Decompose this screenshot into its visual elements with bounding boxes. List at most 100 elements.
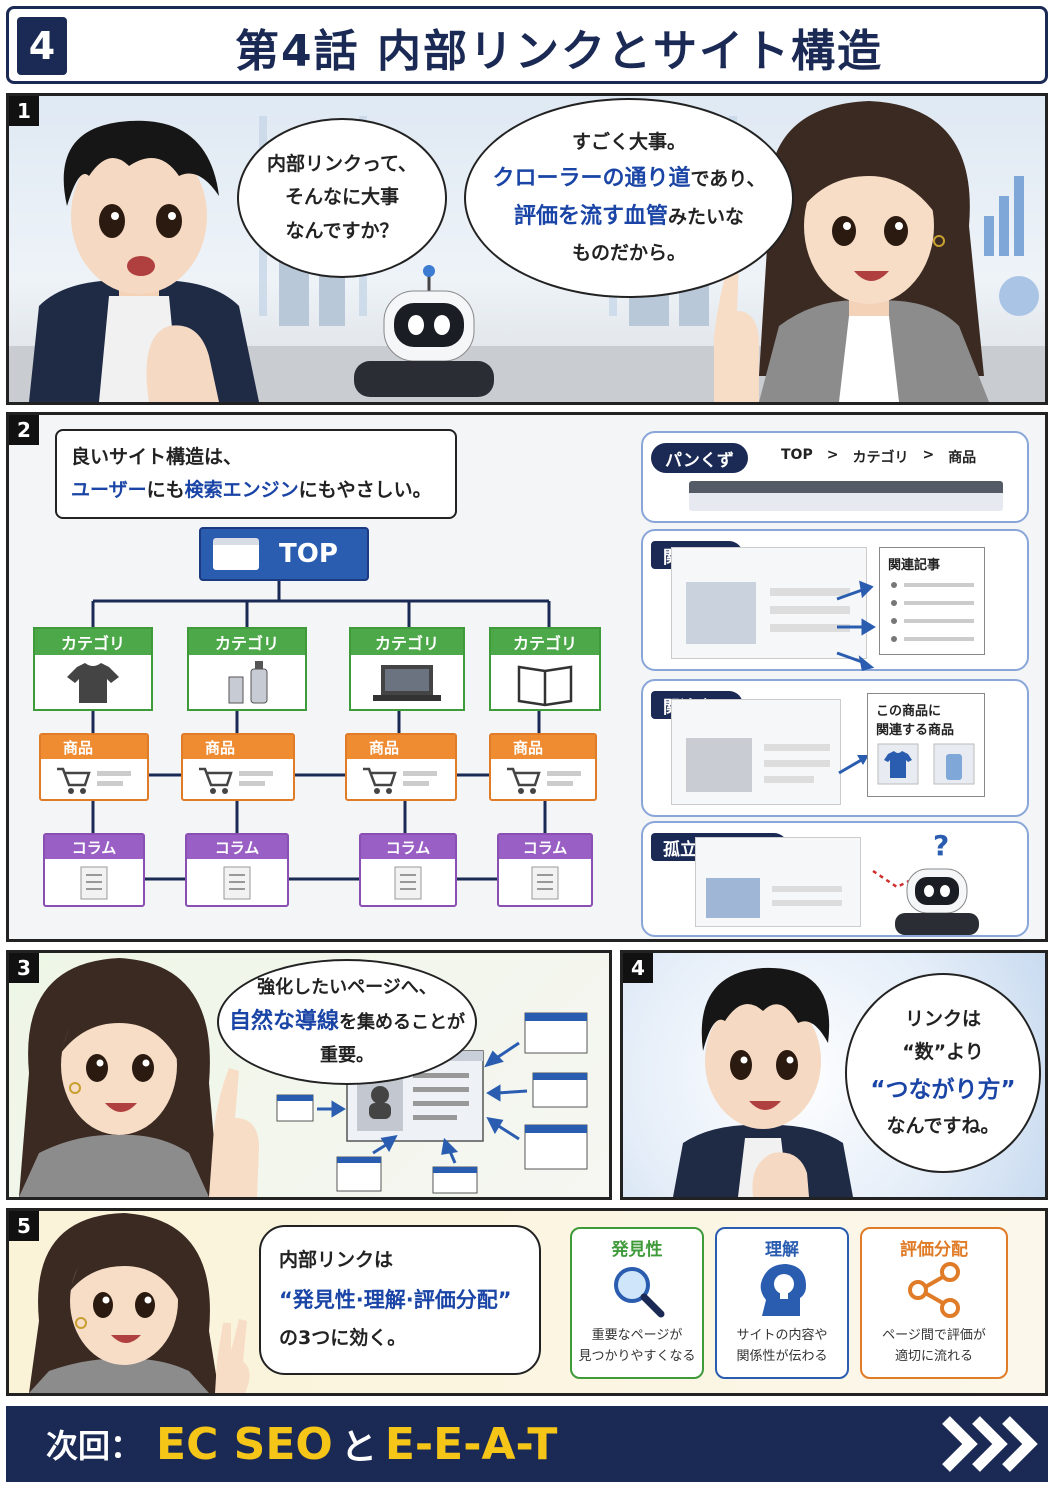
panel-number: 4	[623, 953, 653, 983]
share-icon	[908, 1262, 960, 1318]
panel-number: 3	[9, 953, 39, 983]
product-node: 商品	[345, 733, 457, 801]
laptop-icon	[373, 665, 441, 701]
feature-description-line: サイトの内容や	[736, 1328, 828, 1343]
feature-description-line: 見つかりやすくなる	[578, 1348, 696, 1364]
panel-2: 2 良いサイト構造は、 ユーザーにも検索エンジンにもやさしい。 TOP カテゴリ…	[6, 412, 1048, 942]
feature-title: 発見性	[611, 1240, 663, 1260]
category-label: カテゴリ	[491, 629, 599, 655]
related-list-title: 関連記事	[888, 558, 941, 573]
column-label: コラム	[187, 835, 287, 859]
magnifier-icon	[614, 1267, 665, 1318]
bubble-line: ものだから。	[571, 241, 686, 264]
speech-bubble-woman: 強化したいページへ、 自然な導線を集めることが 重要。	[217, 959, 477, 1085]
bubble-line: 評価を流す血管みたいな	[514, 198, 744, 237]
category-node: カテゴリ	[489, 627, 601, 711]
bubble-line: 重要。	[320, 1044, 374, 1066]
robot-mascot-small	[895, 868, 979, 935]
panel-1: 1 内部リンクって、 そんなに大事 なんですか？ すごく大事。 クローラー	[6, 93, 1048, 405]
bubble-line: なんですか？	[285, 219, 399, 242]
category-label: カテゴリ	[189, 629, 305, 655]
panel-4: 4 リンクは “数”より “つながり方” なんですね。	[620, 950, 1048, 1200]
breadcrumb-item: カテゴリ	[852, 450, 909, 466]
category-node: カテゴリ	[349, 627, 465, 711]
panel-number: 5	[9, 1211, 39, 1241]
emphasis-text: “つながり方”	[870, 1076, 1016, 1103]
next-episode-prefix: 次回：	[46, 1427, 143, 1465]
document-icon	[80, 866, 108, 900]
bullet-list-icon	[891, 582, 974, 642]
column-node: コラム	[359, 833, 457, 907]
related-articles-card: 関連記事 関連記事	[641, 529, 1029, 671]
category-node: カテゴリ	[187, 627, 307, 711]
bubble-line: 強化したいページへ、	[257, 976, 437, 998]
woman-character	[714, 101, 989, 402]
column-label: コラム	[361, 835, 455, 859]
site-tree-connectors	[91, 581, 551, 881]
related-product-box: この商品に 関連する商品	[867, 693, 985, 797]
bubble-line: 内部リンクって、	[266, 153, 418, 176]
emphasis-text: 評価を流す血管	[513, 204, 668, 229]
panel-5: 5 内部リンクは “発見性·理解·評価分配” の3つに効く。 発見性 重要なペー…	[6, 1208, 1048, 1396]
feature-title: 評価分配	[900, 1240, 968, 1260]
image-placeholder-icon	[706, 878, 760, 918]
breadcrumb-path: TOP > カテゴリ > 商品	[781, 447, 976, 467]
chevron-right-icon	[942, 1416, 1038, 1472]
emphasis-text: 自然な導線	[228, 1009, 339, 1035]
broken-link-icon	[872, 869, 914, 889]
product-node: 商品	[181, 733, 295, 801]
caption-line: 良いサイト構造は、	[71, 446, 243, 468]
feature-description: 重要なページが見つかりやすくなる	[578, 1326, 695, 1368]
top-node: TOP	[199, 527, 369, 581]
episode-header: 4 第4話 内部リンクとサイト構造	[6, 6, 1048, 84]
related-box-title: 関連する商品	[876, 723, 955, 738]
column-node: コラム	[185, 833, 289, 907]
boy-character	[673, 967, 853, 1197]
image-placeholder-icon	[686, 738, 752, 792]
confused-mark: ?	[933, 829, 950, 862]
bubble-line: “数”より	[902, 1041, 984, 1064]
bubble-text: みたいな	[668, 206, 745, 228]
episode-number: 4	[17, 17, 67, 75]
woman-character	[19, 958, 259, 1197]
link-arrow-icon	[838, 755, 869, 775]
feature-description-line: ページ間で評価が	[882, 1328, 986, 1343]
bubble-line: すごく大事。	[571, 131, 686, 154]
tshirt-icon	[67, 663, 119, 703]
browser-window-icon	[213, 538, 259, 570]
next-episode-connector: と	[340, 1427, 377, 1468]
column-node: コラム	[497, 833, 593, 907]
caption-text: にもやさしい。	[298, 479, 432, 502]
emphasis-text: ユーザー	[71, 479, 147, 502]
breadcrumb-card: パンくず TOP > カテゴリ > 商品	[641, 431, 1029, 523]
speech-bubble-woman: 内部リンクは “発見性·理解·評価分配” の3つに効く。	[259, 1225, 541, 1375]
bubble-line: の3つに効く。	[279, 1327, 407, 1350]
bubble-line: リンクは	[904, 1008, 981, 1030]
category-label: カテゴリ	[351, 629, 463, 655]
orphan-page-illustration	[695, 837, 861, 927]
feature-description-line: 適切に流れる	[894, 1348, 973, 1364]
top-label: TOP	[279, 539, 338, 569]
bubble-text: であり、	[690, 167, 766, 190]
episode-title: 第4話 内部リンクとサイト構造	[235, 26, 883, 77]
feature-card-understanding: 理解 サイトの内容や関係性が伝わる	[715, 1227, 849, 1379]
caption-line: ユーザーにも検索エンジンにもやさしい。	[71, 474, 441, 507]
article-page-illustration	[671, 547, 867, 659]
robot-mascot	[354, 265, 494, 397]
head-bulb-icon	[760, 1264, 806, 1316]
column-label: コラム	[499, 835, 591, 859]
related-box-title: この商品に	[876, 704, 942, 719]
emphasis-text: 検索エンジン	[184, 479, 299, 502]
bubble-line: 自然な導線を集めることが	[229, 1003, 465, 1040]
bubble-text: を集めることが	[339, 1012, 465, 1034]
product-page-illustration	[671, 699, 841, 805]
document-icon	[223, 866, 251, 900]
cart-icon	[363, 767, 437, 794]
next-episode-title: E-E-A-T	[384, 1418, 558, 1470]
panel-number: 1	[9, 96, 39, 126]
feature-card-discoverability: 発見性 重要なページが見つかりやすくなる	[570, 1227, 704, 1379]
boy-character	[29, 120, 259, 402]
breadcrumb-separator: >	[922, 447, 935, 463]
speech-bubble-boy: リンクは “数”より “つながり方” なんですね。	[845, 973, 1041, 1173]
product-label: 商品	[491, 735, 595, 759]
